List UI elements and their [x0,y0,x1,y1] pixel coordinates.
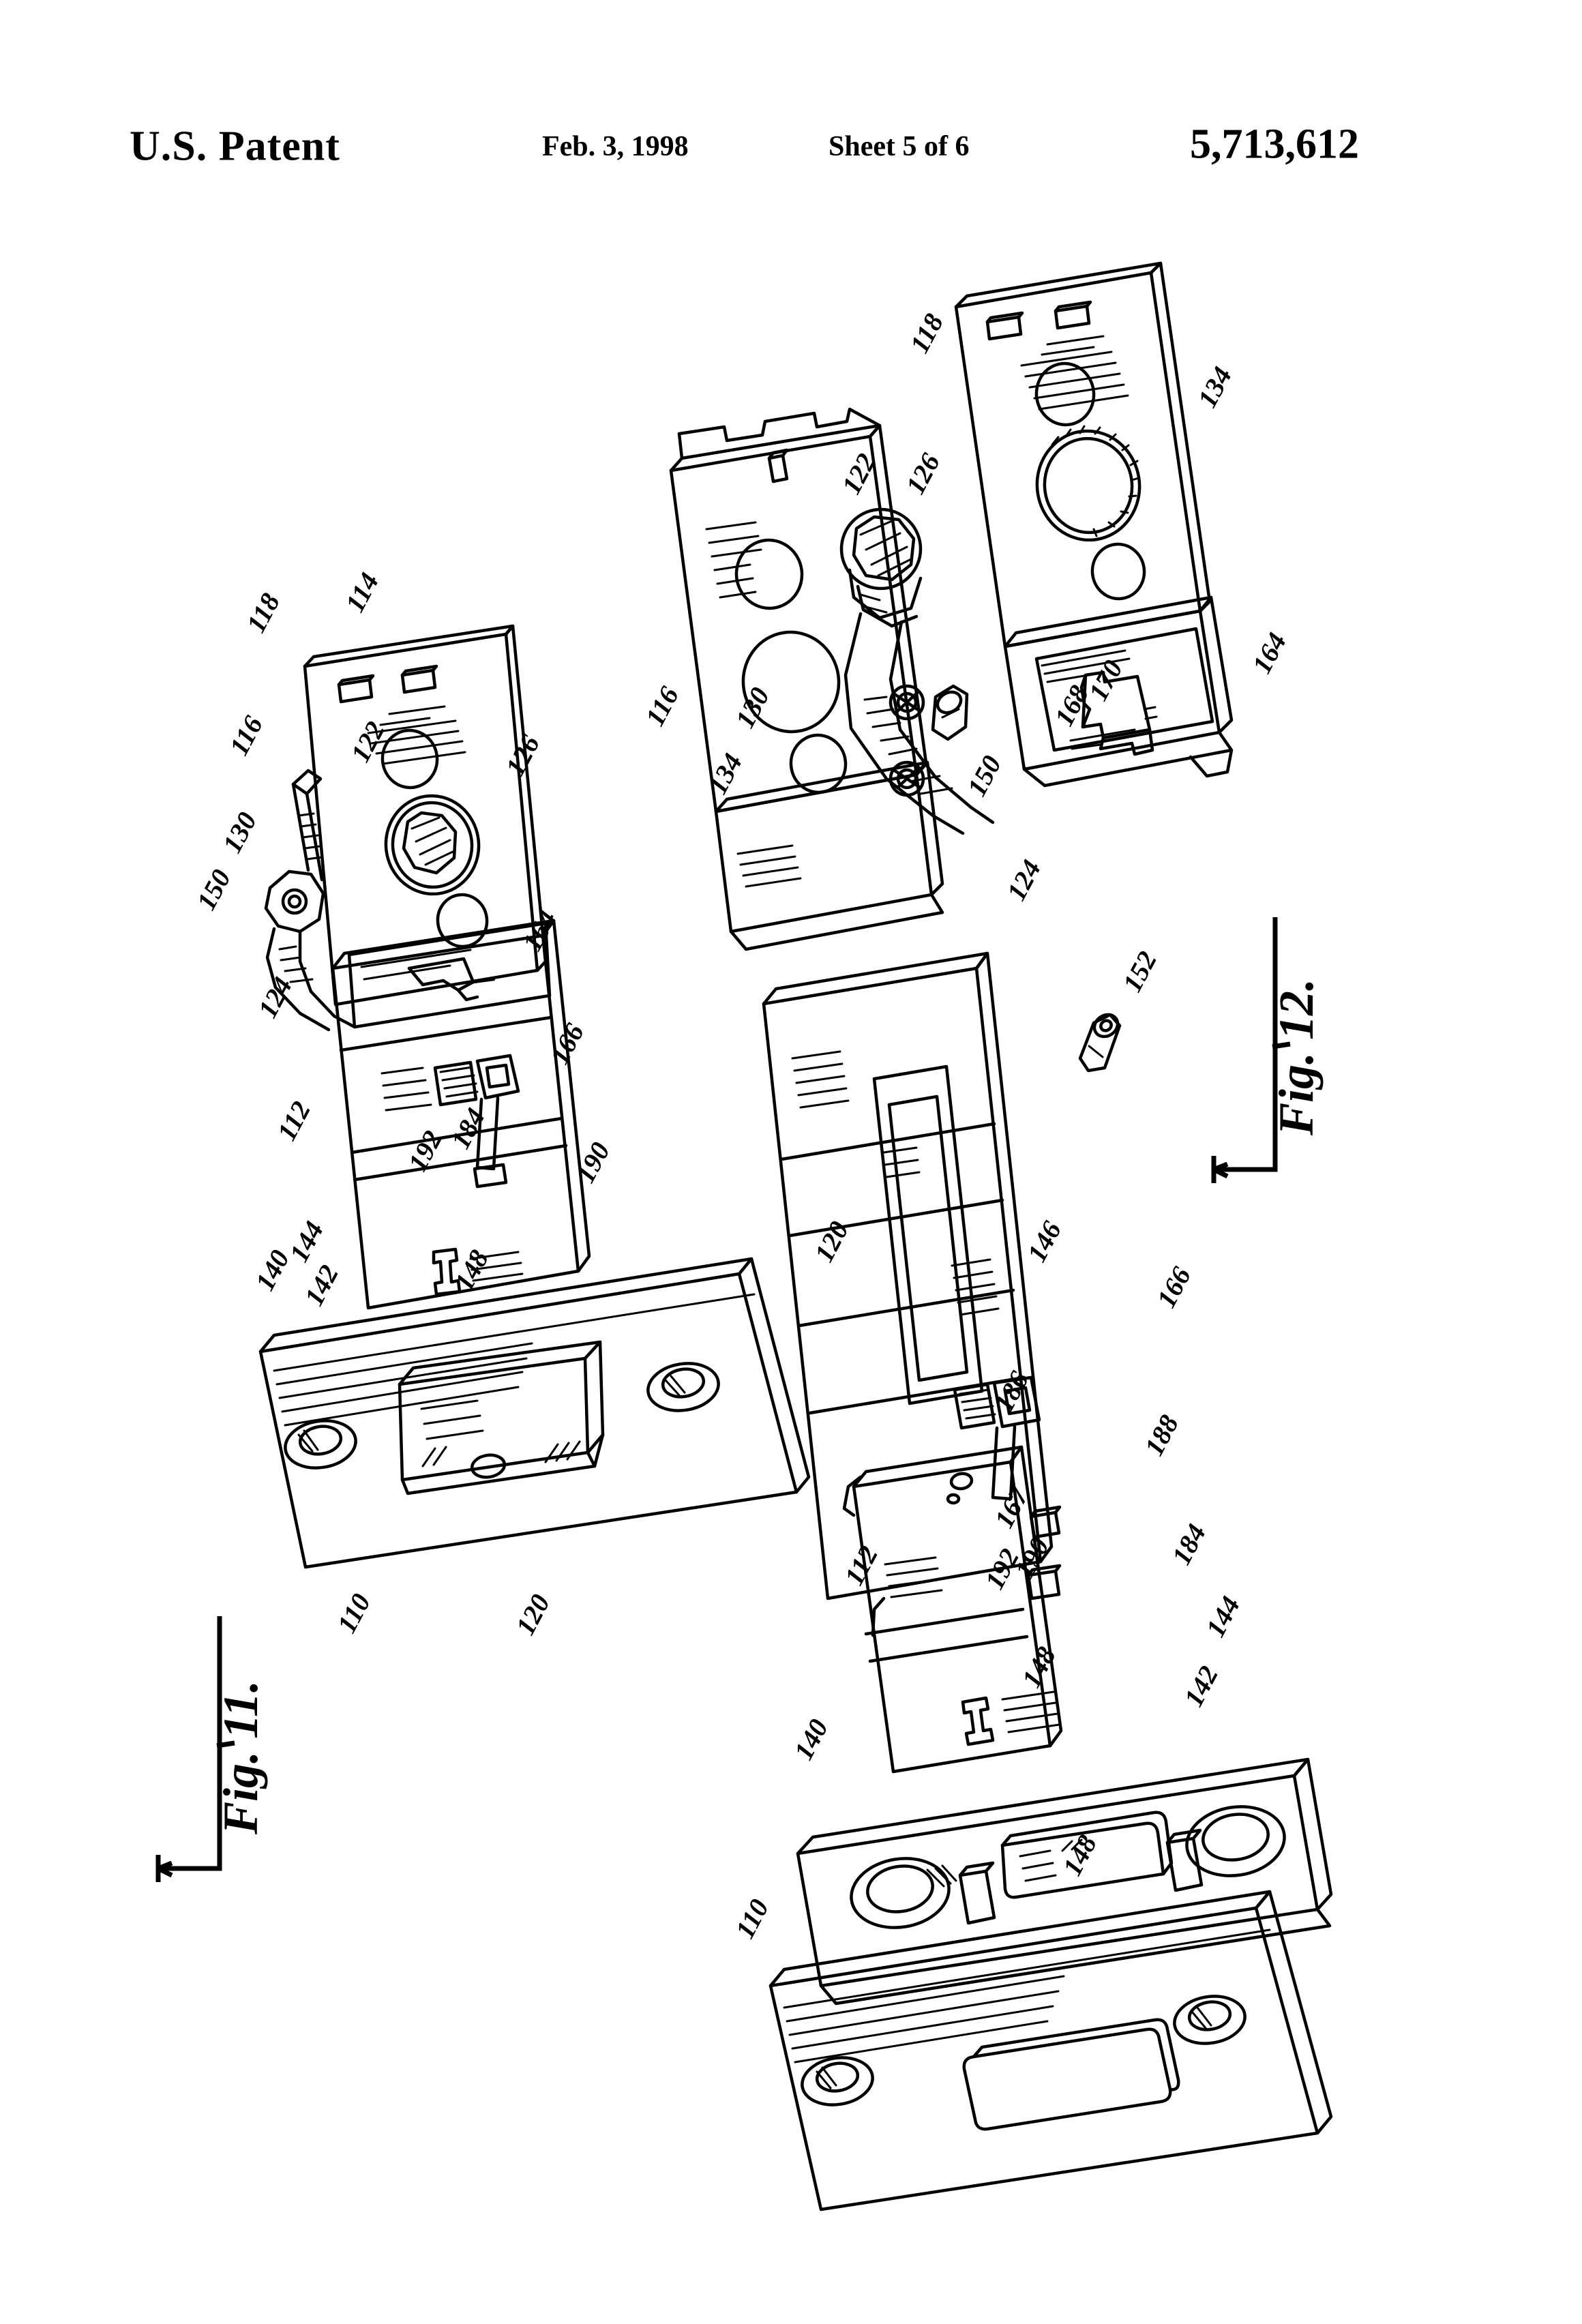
fig11-escutcheon-plate [303,624,548,1007]
fig11-cam-lever-assembly [264,769,357,1032]
fig12-roll-pin-152 [1078,1013,1122,1073]
patent-office-label: U.S. Patent [130,123,340,170]
figure-11-caption-underline [155,1616,235,1882]
fig11-faceplate-and-bolt [258,1257,811,1569]
figure-12-drawing [669,261,1333,2211]
patent-date: Feb. 3, 1998 [542,131,689,162]
fig12-cam-spindle-assembly [669,407,995,951]
figure-12-caption-underline [1211,917,1291,1183]
figure-11-drawing [258,624,811,1569]
fig12-faceplate-assembly [768,1757,1333,2211]
patent-number: 5,713,612 [1190,121,1359,168]
patent-header: U.S. Patent Feb. 3, 1998 Sheet 5 of 6 5,… [0,0,1582,205]
sheet-number: Sheet 5 of 6 [829,131,970,162]
fig12-lock-case-body [762,951,1063,1774]
fig11-lock-case-body [331,919,591,1310]
fig12-escutcheon-plate [954,261,1234,788]
